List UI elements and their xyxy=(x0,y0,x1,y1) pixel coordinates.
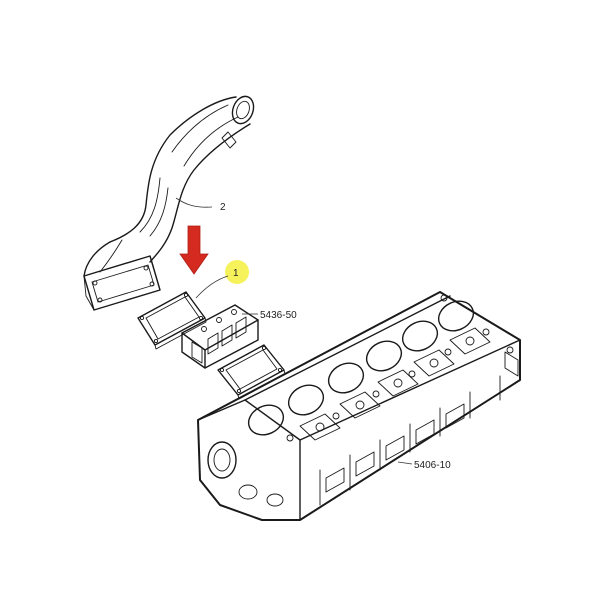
head-leader-line xyxy=(397,461,413,465)
callout-gasket: 1 xyxy=(233,268,239,279)
callout-pipe: 2 xyxy=(220,202,226,213)
callout-highlight xyxy=(225,260,249,284)
direction-arrow xyxy=(179,225,209,275)
heater-grid xyxy=(181,304,259,369)
gasket xyxy=(137,291,207,350)
callout-cylinder-head-group: 5406-10 xyxy=(414,460,451,471)
gasket-leader-line xyxy=(195,275,229,299)
pipe-leader-line xyxy=(175,197,213,208)
cylinder-head xyxy=(197,291,521,521)
callout-heater-group: 5436-50 xyxy=(260,310,297,321)
intake-pipe xyxy=(83,95,255,311)
